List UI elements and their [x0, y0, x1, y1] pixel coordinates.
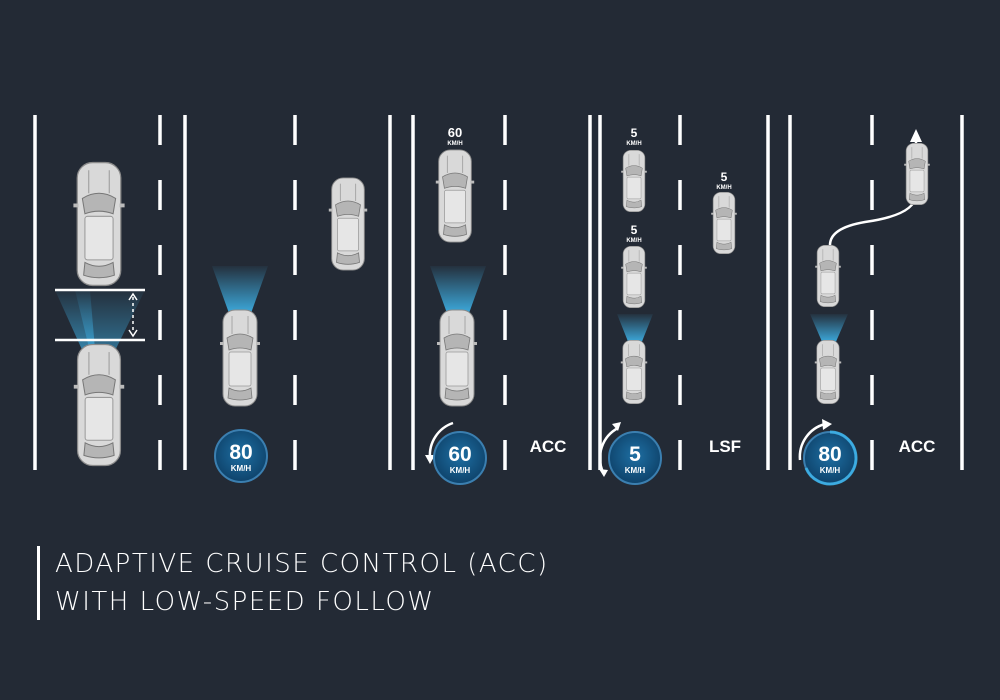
svg-text:80: 80	[818, 443, 841, 466]
title-line-2: WITH LOW-SPEED FOLLOW	[55, 587, 435, 617]
svg-text:60: 60	[448, 443, 471, 466]
speed-dial: 5 KM/H	[598, 422, 662, 485]
svg-text:KM/H: KM/H	[450, 466, 471, 475]
radar-beam	[617, 314, 653, 344]
svg-text:5: 5	[631, 126, 638, 140]
svg-text:5: 5	[631, 223, 638, 237]
panel-resume: 80 KM/H ACC	[798, 129, 936, 486]
diagram-title: ADAPTIVE CRUISE CONTROL (ACC) WITH LOW-S…	[55, 545, 549, 621]
svg-text:5: 5	[629, 443, 641, 466]
speed-dial: 80 KM/H	[798, 419, 858, 486]
svg-text:KM/H: KM/H	[447, 141, 462, 147]
mode-label: ACC	[899, 437, 936, 456]
lead-car	[815, 244, 841, 308]
lead-car	[621, 245, 647, 309]
svg-text:60: 60	[448, 125, 462, 140]
adjacent-car	[328, 177, 368, 271]
departing-car	[904, 142, 930, 206]
svg-text:80: 80	[229, 441, 252, 464]
mode-label: ACC	[530, 437, 567, 456]
ego-car	[73, 343, 125, 467]
increase-arrow-icon	[798, 422, 826, 461]
radar-beam	[810, 314, 848, 344]
ego-car	[219, 309, 261, 407]
svg-text:5: 5	[721, 170, 728, 184]
svg-text:KM/H: KM/H	[625, 466, 646, 475]
radar-beam	[212, 266, 268, 316]
panel-low-speed-follow: 5 KM/H 5 KM/H 5 KM/H 5 KM/H LSF	[598, 126, 741, 485]
svg-text:KM/H: KM/H	[626, 141, 641, 147]
lead-car	[435, 149, 475, 243]
decrease-arrow-icon	[428, 421, 454, 459]
ego-car	[814, 339, 842, 405]
svg-text:KM/H: KM/H	[626, 238, 641, 244]
svg-text:KM/H: KM/H	[716, 185, 731, 191]
adjacent-car	[711, 191, 737, 255]
speed-dial: 60 KM/H	[425, 421, 487, 485]
panel-following-distance	[55, 161, 145, 467]
title-line-1: ADAPTIVE CRUISE CONTROL (ACC)	[55, 549, 549, 579]
ego-car	[620, 339, 648, 405]
panel-set-speed: 80 KM/H	[212, 177, 368, 483]
stop-go-arrow-icon	[598, 426, 619, 473]
lead-car	[72, 161, 126, 287]
panel-acc-slow: 60 KM/H 60 KM/H ACC	[425, 125, 567, 485]
lead-car	[621, 149, 647, 213]
svg-text:KM/H: KM/H	[231, 464, 252, 473]
lane-markings	[33, 115, 964, 470]
title-accent-bar	[37, 546, 40, 620]
svg-text:KM/H: KM/H	[820, 466, 841, 475]
ego-car	[436, 309, 478, 407]
mode-label: LSF	[709, 437, 741, 456]
radar-beam	[430, 266, 486, 316]
speed-dial: 80 KM/H	[214, 429, 268, 483]
